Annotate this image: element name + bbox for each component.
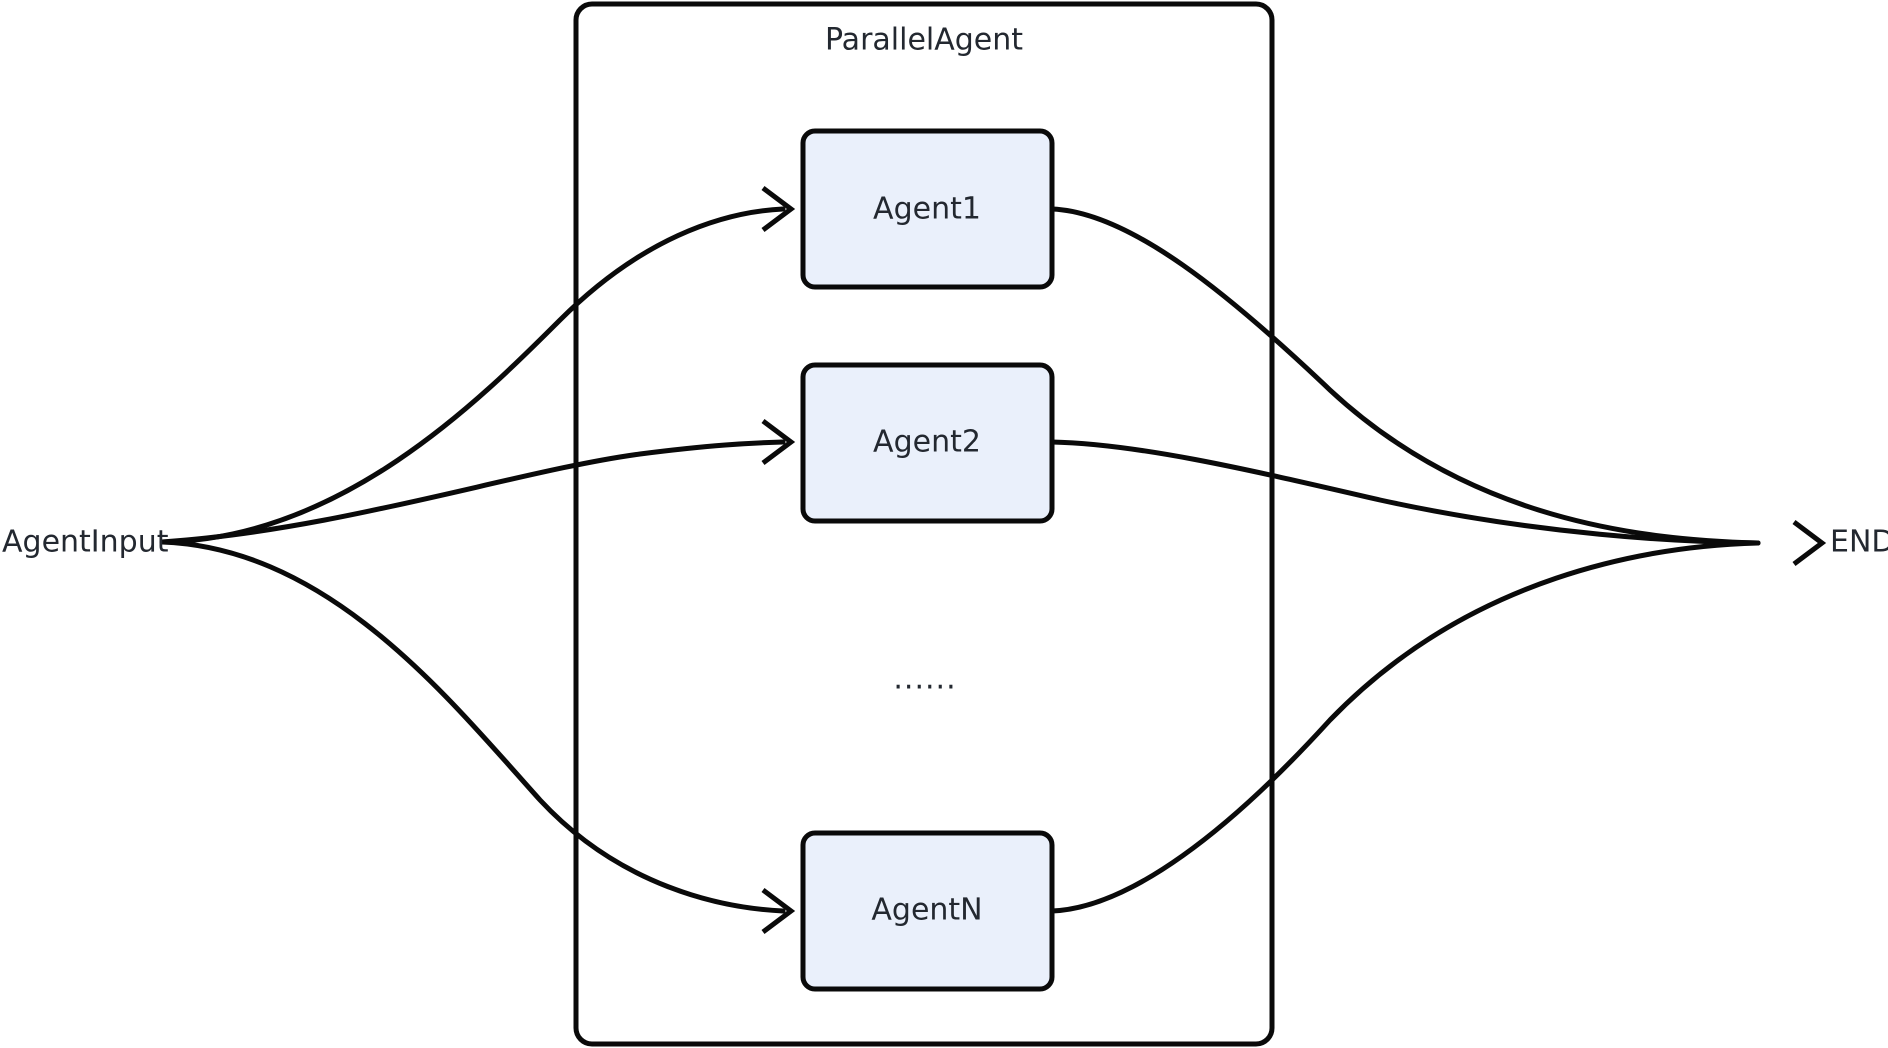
agent1-box[interactable] xyxy=(800,128,1055,290)
agentn-box[interactable] xyxy=(800,830,1055,992)
agentn-label: AgentN xyxy=(871,893,982,928)
agent-input-label: AgentInput xyxy=(2,525,169,560)
edge-agent1-to-end xyxy=(1049,206,1761,546)
ellipsis-label: ...... xyxy=(893,662,956,697)
arrowhead-into-agent2 xyxy=(761,419,796,465)
agent1-label: Agent1 xyxy=(873,192,981,227)
edge-input-to-agent2 xyxy=(159,439,786,545)
agent-node-agent1[interactable]: Agent1 xyxy=(800,128,1055,290)
arrowhead-into-end xyxy=(1792,520,1827,566)
agent2-label: Agent2 xyxy=(873,425,981,460)
edge-input-to-agent1 xyxy=(159,206,786,545)
arrowhead-into-agentn xyxy=(761,888,796,934)
edge-input-to-agentn xyxy=(159,539,786,914)
agent2-box[interactable] xyxy=(800,362,1055,524)
edge-agentn-to-end xyxy=(1049,540,1761,914)
edge-agent2-to-end xyxy=(1049,439,1761,546)
group-title: ParallelAgent xyxy=(825,23,1023,58)
arrowhead-into-agent1 xyxy=(761,186,796,232)
agent-node-agentn[interactable]: AgentN xyxy=(800,830,1055,992)
parallel-agent-group-box xyxy=(573,1,1275,1047)
agent-node-agent2[interactable]: Agent2 xyxy=(800,362,1055,524)
end-label: END xyxy=(1830,525,1888,560)
